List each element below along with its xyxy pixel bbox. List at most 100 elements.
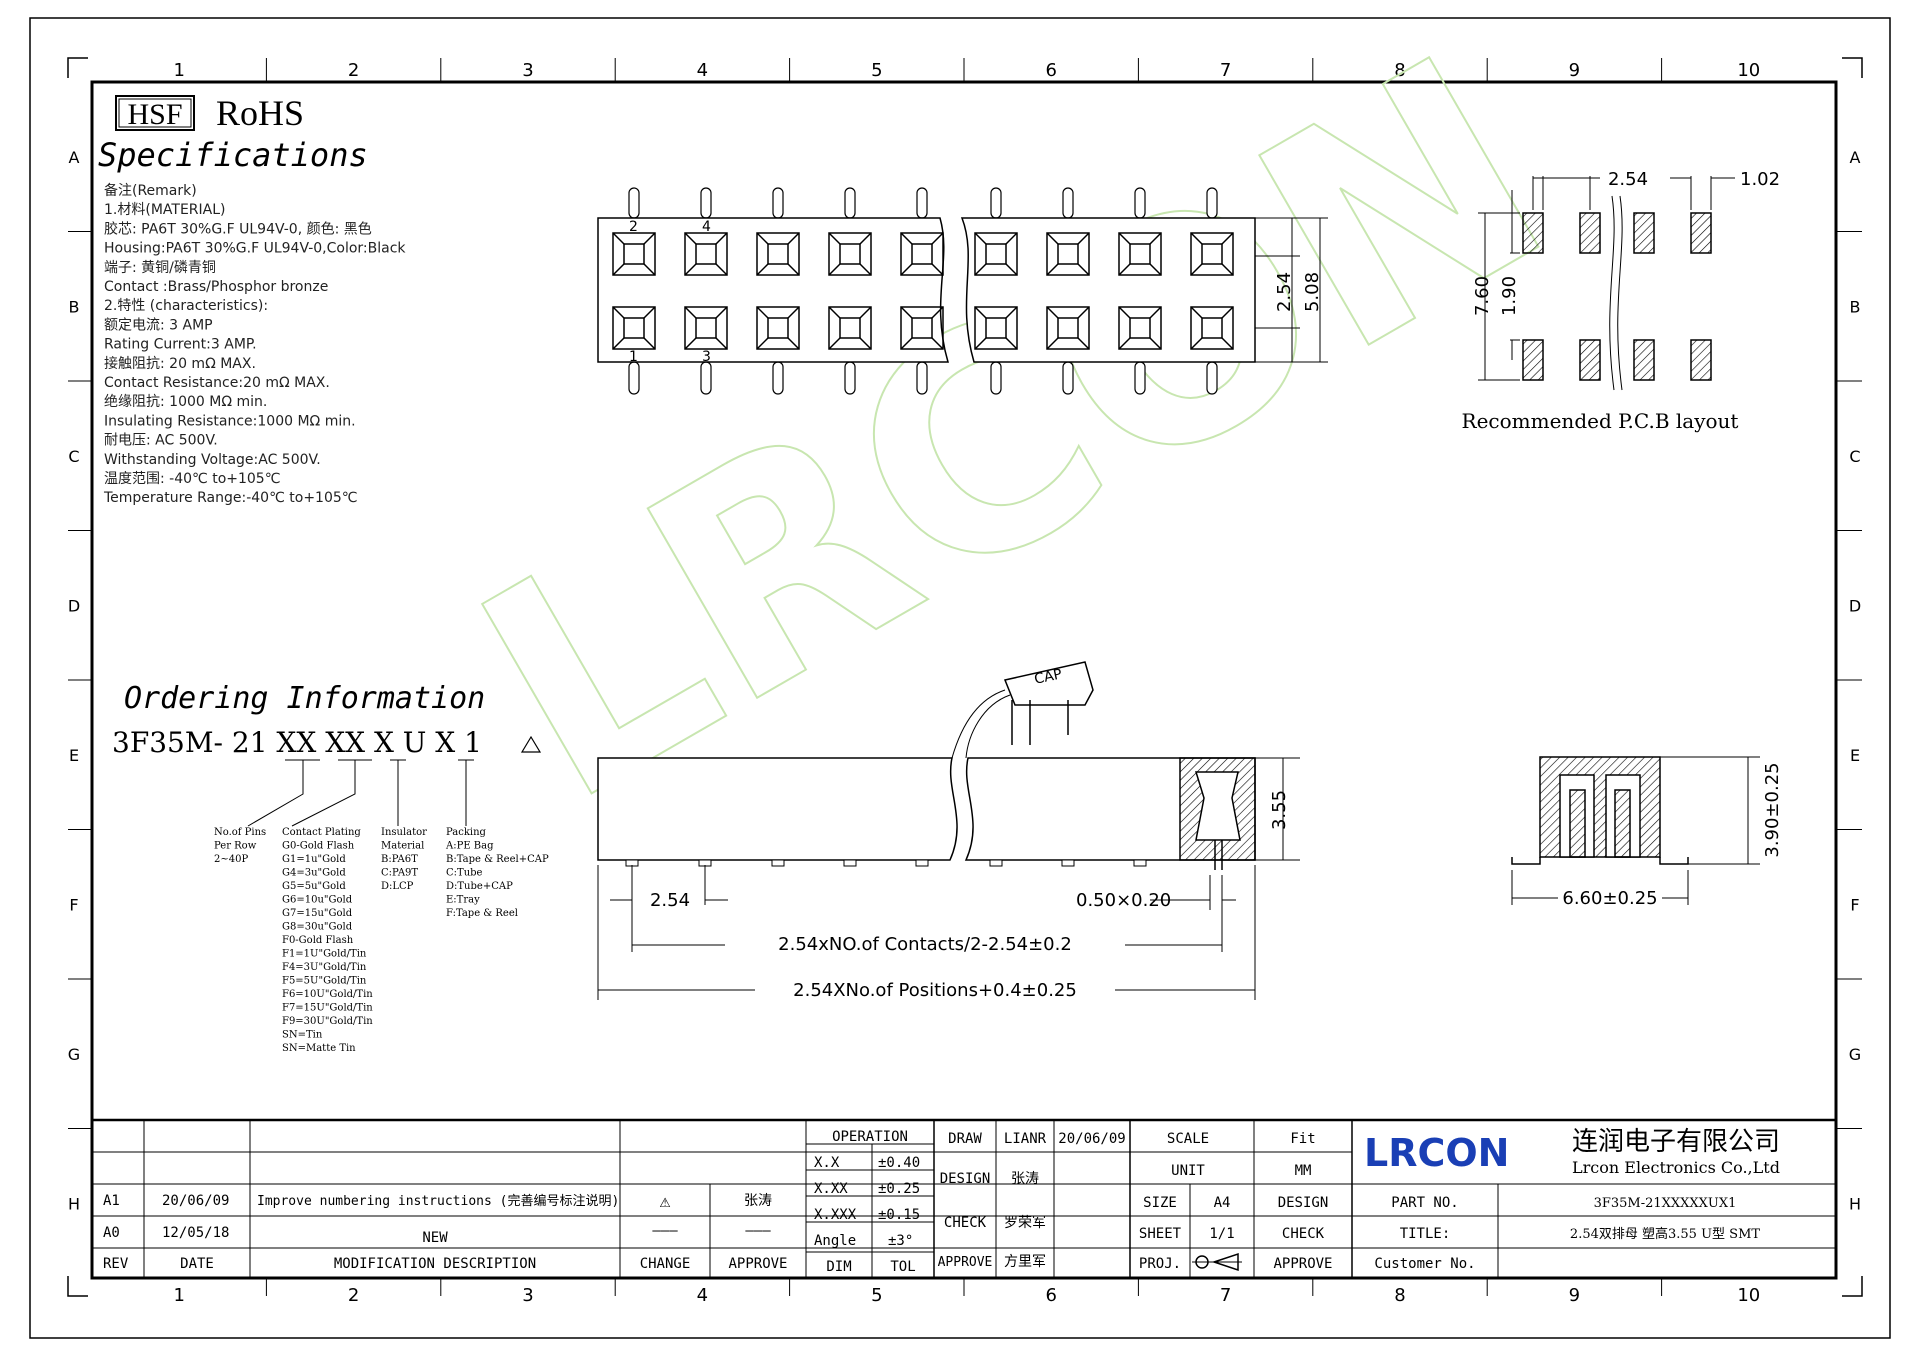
rev-header-description: MODIFICATION DESCRIPTION <box>334 1256 536 1272</box>
legend-pins-item: No.of Pins <box>214 827 266 838</box>
draw-label: DRAW <box>948 1131 982 1147</box>
pin-label-3: 3 <box>702 349 711 365</box>
legend-insulator-item: D:LCP <box>381 881 414 892</box>
row-label-right-F: F <box>1850 895 1859 914</box>
spec-line: 2.特性 (characteristics): <box>104 298 268 314</box>
side-dim-height: 3.55 <box>1269 790 1290 830</box>
column-label-bottom-10: 10 <box>1737 1285 1760 1306</box>
approve-label: APPROVE <box>938 1255 993 1270</box>
legend-packing-item: A:PE Bag <box>445 841 494 852</box>
row-label-right-A: A <box>1850 148 1861 167</box>
corner-marks <box>67 57 1863 1297</box>
rev-a0-change: ——— <box>652 1223 678 1239</box>
spec-line: 备注(Remark) <box>104 182 197 199</box>
design-label: DESIGN <box>940 1171 991 1187</box>
top-view <box>597 187 1328 395</box>
row-label-A: A <box>69 148 80 167</box>
end-view <box>1511 756 1760 905</box>
part-no-label: PART NO. <box>1391 1195 1458 1211</box>
spec-line: Contact :Brass/Phosphor bronze <box>104 279 328 295</box>
row-label-right-G: G <box>1849 1045 1861 1064</box>
ordering-leaders <box>247 759 474 827</box>
sheet-label: SHEET <box>1139 1226 1182 1242</box>
pcb-dim-pitch: 2.54 <box>1608 169 1648 190</box>
spec-line: Insulating Resistance:1000 MΩ min. <box>104 413 356 429</box>
column-label-6: 6 <box>1045 60 1056 81</box>
top-dim-pitch: 2.54 <box>1274 272 1295 312</box>
side-dim-positions: 2.54XNo.of Positions+0.4±0.25 <box>793 980 1077 1001</box>
legend-plating-item: G6=10u"Gold <box>282 895 353 906</box>
legend-packing-item: Packing <box>446 827 487 838</box>
rev-header-change: CHANGE <box>640 1256 691 1272</box>
side-dim-pitch: 2.54 <box>650 890 690 911</box>
legend-plating-item: G7=15u"Gold <box>282 908 353 919</box>
end-dim-height: 3.90±0.25 <box>1762 762 1783 857</box>
size-value: A4 <box>1214 1195 1231 1211</box>
operation-label: OPERATION <box>832 1129 908 1145</box>
row-label-right-H: H <box>1849 1194 1861 1213</box>
legend-pins-item: Per Row <box>214 841 257 852</box>
dim-positions-bg <box>755 978 1115 1002</box>
column-label-bottom-3: 3 <box>522 1285 533 1306</box>
row-label-right-B: B <box>1850 297 1861 316</box>
legend-plating-item: Contact Plating <box>282 827 361 838</box>
zone-ticks <box>68 58 1862 1296</box>
column-label-8: 8 <box>1394 60 1405 81</box>
pcb-dim-pad-length: 1.90 <box>1499 276 1520 316</box>
column-label-bottom-5: 5 <box>871 1285 882 1306</box>
spec-line: 1.材料(MATERIAL) <box>104 202 225 218</box>
approve2-label: APPROVE <box>1273 1256 1332 1272</box>
projection-symbol-icon <box>1192 1252 1242 1272</box>
design-name: 张涛 <box>1011 1171 1039 1187</box>
spec-line: 额定电流: 3 AMP <box>104 317 213 333</box>
column-label-bottom-2: 2 <box>348 1285 359 1306</box>
column-label-3: 3 <box>522 60 533 81</box>
pin-label-4: 4 <box>702 219 711 235</box>
cap-label: CAP <box>1033 666 1064 687</box>
column-label-10: 10 <box>1737 60 1760 81</box>
size-label: SIZE <box>1143 1195 1177 1211</box>
pcb-dim-pad: 1.02 <box>1740 169 1780 190</box>
tol-angle-value: ±3° <box>888 1233 913 1249</box>
pcb-layout <box>1478 176 1735 391</box>
rohs-label: RoHS <box>216 93 304 133</box>
spec-line: Housing:PA6T 30%G.F UL94V-0,Color:Black <box>104 241 406 257</box>
tol-xx-value: ±0.40 <box>878 1155 920 1171</box>
dim-label: DIM <box>826 1259 851 1275</box>
hsf-label: HSF <box>127 98 182 131</box>
revision-triangle-icon <box>520 735 542 753</box>
approve-name: 方里军 <box>1004 1254 1046 1270</box>
legend-plating-item: F6=10U"Gold/Tin <box>282 989 373 1000</box>
side-dim-contacts: 2.54xNO.of Contacts/2-2.54±0.2 <box>778 934 1072 955</box>
side-dim-pin: 0.50×0.20 <box>1076 890 1171 911</box>
check-label: CHECK <box>944 1215 987 1231</box>
proj-label: PROJ. <box>1139 1256 1181 1272</box>
column-label-5: 5 <box>871 60 882 81</box>
row-label-right-D: D <box>1849 596 1861 615</box>
ordering-title: Ordering Information <box>124 681 485 716</box>
legend-packing-item: D:Tube+CAP <box>446 881 513 892</box>
spec-line: Contact Resistance:20 mΩ MAX. <box>104 375 330 391</box>
rev-header-date: DATE <box>180 1256 214 1272</box>
legend-plating-item: SN=Matte Tin <box>282 1043 356 1054</box>
legend-packing-item: E:Tray <box>446 895 480 906</box>
customer-no-label: Customer No. <box>1374 1256 1475 1272</box>
scale-value: Fit <box>1290 1131 1315 1147</box>
spec-line: 温度范围: -40℃ to+105℃ <box>104 470 280 487</box>
check-name: 罗荣军 <box>1004 1215 1046 1231</box>
rev-a0: A0 <box>103 1225 120 1241</box>
legend-plating-item: G0-Gold Flash <box>282 841 355 852</box>
legend-insulator-item: Insulator <box>381 827 427 838</box>
spec-line: Withstanding Voltage:AC 500V. <box>104 452 321 468</box>
company-name-en: Lrcon Electronics Co.,Ltd <box>1572 1158 1780 1177</box>
row-label-G: G <box>68 1045 80 1064</box>
tol-xx: X.X <box>814 1155 840 1171</box>
legend-plating-item: F5=5U"Gold/Tin <box>282 976 367 987</box>
title-label: TITLE: <box>1400 1226 1451 1242</box>
column-label-9: 9 <box>1569 60 1580 81</box>
legend-packing-item: B:Tape & Reel+CAP <box>446 854 549 865</box>
unit-value: MM <box>1295 1163 1312 1179</box>
rev-a0-date: 12/05/18 <box>162 1225 229 1241</box>
